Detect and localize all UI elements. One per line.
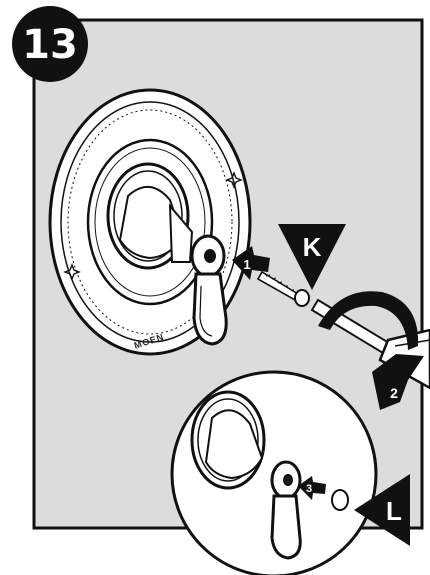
step-1-label: 1 [243,257,250,272]
step-2-label: 2 [390,385,398,401]
callout-l-label: L [386,496,402,526]
step-badge: 13 [12,6,88,82]
detail-circle: 3 [172,372,376,575]
step-number: 13 [22,22,78,68]
callout-k-label: K [303,232,322,262]
lever-handle [192,236,226,344]
step-3-label: 3 [306,483,312,495]
